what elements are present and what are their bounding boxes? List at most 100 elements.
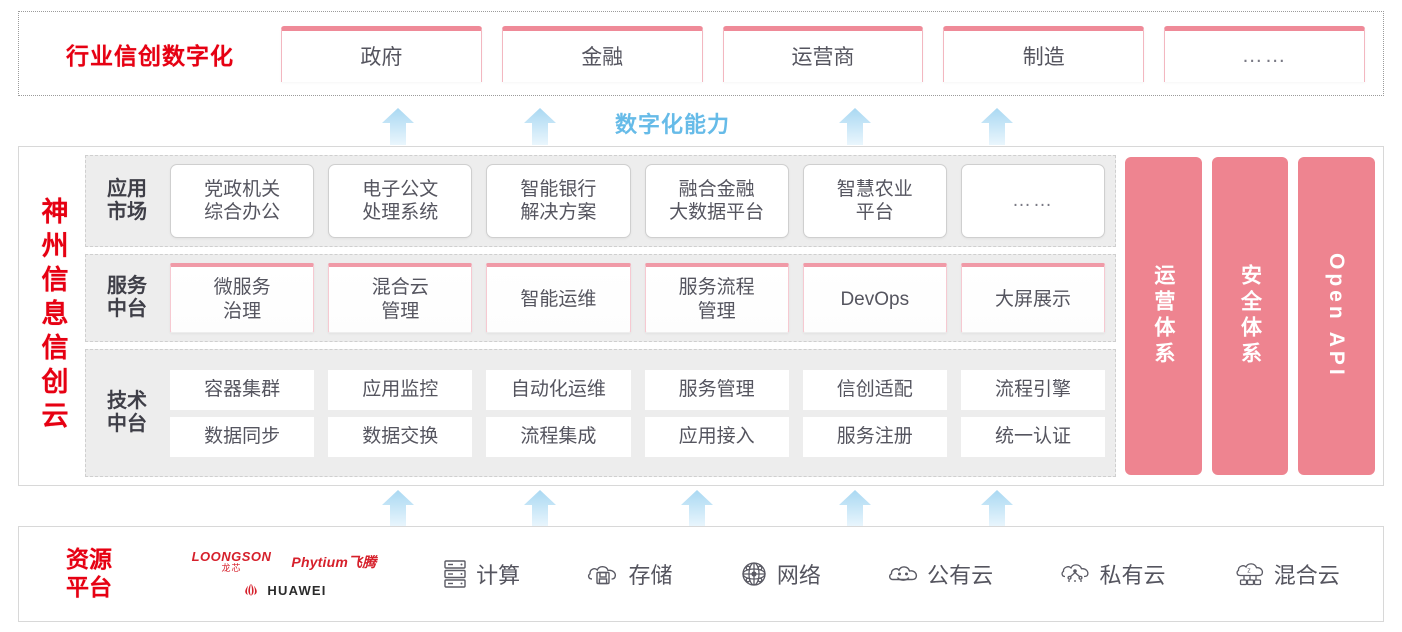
tier-label-application-market: 应用 市场 <box>96 178 158 224</box>
private-cloud-icon <box>1059 559 1091 589</box>
cloud-row-area: 应用 市场 党政机关综合办公 电子公文处理系统 智能银行解决方案 融合金融大数据… <box>85 155 1376 477</box>
app-card-e-document[interactable]: 电子公文处理系统 <box>328 164 473 238</box>
resource-item-label: 网络 <box>776 563 821 588</box>
tier-label-line1: 应用 <box>107 178 147 200</box>
tech-card-data-exchange[interactable]: 数据交换 <box>328 416 473 457</box>
tech-card-automated-ops[interactable]: 自动化运维 <box>486 369 631 410</box>
side-column-security-system[interactable]: 安全体系 <box>1211 157 1289 475</box>
tier-technology-platform: 技术 中台 容器集群 应用监控 自动化运维 服务管理 信创适配 流程引擎 <box>85 349 1116 477</box>
tier-label-service-platform: 服务 中台 <box>96 275 158 321</box>
up-arrow-icon <box>968 107 1026 145</box>
loongson-logo-en: LOONGSON <box>191 549 272 564</box>
up-arrow-icon <box>826 489 884 527</box>
capability-arrow-strip: 数字化能力 <box>0 105 1402 145</box>
up-arrow-icon <box>369 489 427 527</box>
industry-card-more[interactable]: …… <box>1164 25 1365 82</box>
industry-card-manufacturing[interactable]: 制造 <box>943 25 1145 82</box>
industry-card-finance[interactable]: 金融 <box>501 25 703 82</box>
app-card-more[interactable]: …… <box>960 164 1106 238</box>
huawei-logo-text: HUAWEI <box>267 582 327 598</box>
up-arrow-icon <box>511 489 569 527</box>
industry-card-telecom[interactable]: 运营商 <box>722 25 924 82</box>
resource-title-line1: 资源 <box>66 546 112 573</box>
resource-item-label: 私有云 <box>1099 563 1166 588</box>
tier-label-line2: 中台 <box>107 413 147 435</box>
technology-card-row-2: 数据同步 数据交换 流程集成 应用接入 服务注册 统一认证 <box>170 416 1106 457</box>
tech-card-container-cluster[interactable]: 容器集群 <box>170 369 315 410</box>
tech-card-app-monitoring[interactable]: 应用监控 <box>328 369 473 410</box>
service-card-service-process-management[interactable]: 服务流程管理 <box>644 263 789 333</box>
technology-card-row-1: 容器集群 应用监控 自动化运维 服务管理 信创适配 流程引擎 <box>170 369 1106 410</box>
resource-item-label: 存储 <box>628 563 673 588</box>
app-card-smart-agriculture[interactable]: 智慧农业平台 <box>802 164 947 238</box>
cloud-platform-panel: 神州信息信创云 应用 市场 党政机关综合办公 电子公文处理系统 智能银行解决方案 <box>18 146 1384 486</box>
service-card-hybrid-cloud-management[interactable]: 混合云管理 <box>328 263 473 333</box>
side-column-label: 运营体系 <box>1151 264 1175 368</box>
tier-service-platform: 服务 中台 微服务治理 混合云管理 智能运维 服务流程管理 DevOps 大屏展… <box>85 254 1116 342</box>
resource-title-line2: 平台 <box>66 574 112 600</box>
tier-label-line2: 市场 <box>107 201 147 223</box>
resource-item-label: 公有云 <box>927 563 994 588</box>
vendor-logo-row-1: LOONGSON 龙芯 Phytium飞腾 <box>192 550 377 573</box>
resource-arrow-strip <box>0 487 1402 527</box>
resource-item-network[interactable]: 网络 <box>739 558 821 590</box>
tech-card-xinchuang-adaptation[interactable]: 信创适配 <box>802 369 947 410</box>
network-icon <box>739 559 769 589</box>
public-cloud-icon <box>887 560 919 588</box>
service-card-devops[interactable]: DevOps <box>802 263 947 333</box>
app-card-gov-office[interactable]: 党政机关综合办公 <box>170 164 315 238</box>
tech-card-unified-auth[interactable]: 统一认证 <box>960 416 1106 457</box>
cloud-brand-label: 神州信息信创云 <box>37 197 68 435</box>
tech-card-process-integration[interactable]: 流程集成 <box>486 416 631 457</box>
up-arrow-icon <box>668 489 726 527</box>
up-arrow-icon <box>511 107 569 145</box>
tech-card-data-sync[interactable]: 数据同步 <box>170 416 315 457</box>
loongson-logo: LOONGSON 龙芯 <box>192 550 272 573</box>
hybrid-cloud-icon: z <box>1232 559 1266 589</box>
tier-label-line2: 中台 <box>107 298 147 320</box>
resource-item-label: 混合云 <box>1273 563 1340 588</box>
app-card-smart-bank[interactable]: 智能银行解决方案 <box>486 164 631 238</box>
resource-platform-panel: 资源 平台 LOONGSON 龙芯 Phytium飞腾 <box>18 526 1384 622</box>
huawei-flower-icon <box>241 582 261 598</box>
side-column-open-api[interactable]: Open API <box>1298 157 1376 475</box>
cloud-panel-body: 应用 市场 党政机关综合办公 电子公文处理系统 智能银行解决方案 融合金融大数据… <box>85 147 1383 485</box>
industry-band-title: 行业信创数字化 <box>66 42 234 69</box>
resource-platform-title: 资源 平台 <box>19 546 159 601</box>
resource-item-private-cloud[interactable]: 私有云 <box>1059 558 1165 590</box>
resource-item-storage[interactable]: 存储 <box>586 558 673 590</box>
resource-item-compute[interactable]: 计算 <box>442 558 520 590</box>
side-column-label: 安全体系 <box>1238 264 1262 368</box>
cloud-brand-column: 神州信息信创云 <box>19 147 85 485</box>
tier-application-market: 应用 市场 党政机关综合办公 电子公文处理系统 智能银行解决方案 融合金融大数据… <box>85 155 1116 247</box>
phytium-logo: Phytium飞腾 <box>291 553 377 570</box>
application-card-list: 党政机关综合办公 电子公文处理系统 智能银行解决方案 融合金融大数据平台 智慧农… <box>170 163 1106 239</box>
service-card-microservice-governance[interactable]: 微服务治理 <box>170 263 315 333</box>
vendor-logo-group: LOONGSON 龙芯 Phytium飞腾 <box>159 550 409 598</box>
resource-item-label: 计算 <box>476 563 521 588</box>
tier-label-line1: 服务 <box>107 275 147 297</box>
resource-item-hybrid-cloud[interactable]: z 混合云 <box>1232 558 1340 590</box>
vendor-logo-row-2: HUAWEI <box>241 582 326 598</box>
cloud-storage-icon <box>586 560 620 588</box>
resource-item-public-cloud[interactable]: 公有云 <box>887 558 993 590</box>
huawei-logo: HUAWEI <box>241 582 326 598</box>
industry-card-list: 政府 金融 运营商 制造 …… <box>281 25 1383 82</box>
app-card-finance-bigdata[interactable]: 融合金融大数据平台 <box>644 164 789 238</box>
tech-card-app-access[interactable]: 应用接入 <box>644 416 789 457</box>
service-card-intelligent-ops[interactable]: 智能运维 <box>486 263 631 333</box>
side-column-label: Open API <box>1325 253 1349 379</box>
side-column-operations-system[interactable]: 运营体系 <box>1125 157 1202 475</box>
loongson-logo-cn: 龙芯 <box>221 563 242 573</box>
technology-card-grid: 容器集群 应用监控 自动化运维 服务管理 信创适配 流程引擎 数据同步 数据交换… <box>170 357 1106 469</box>
svg-text:z: z <box>1247 568 1251 575</box>
service-card-dashboard-display[interactable]: 大屏展示 <box>960 263 1106 333</box>
tech-card-service-registry[interactable]: 服务注册 <box>802 416 947 457</box>
cloud-side-column-list: 运营体系 安全体系 Open API <box>1125 155 1376 477</box>
industry-card-government[interactable]: 政府 <box>281 25 482 82</box>
tech-card-process-engine[interactable]: 流程引擎 <box>960 369 1106 410</box>
server-icon <box>442 559 468 589</box>
tech-card-service-management[interactable]: 服务管理 <box>644 369 789 410</box>
up-arrow-icon <box>826 107 884 145</box>
